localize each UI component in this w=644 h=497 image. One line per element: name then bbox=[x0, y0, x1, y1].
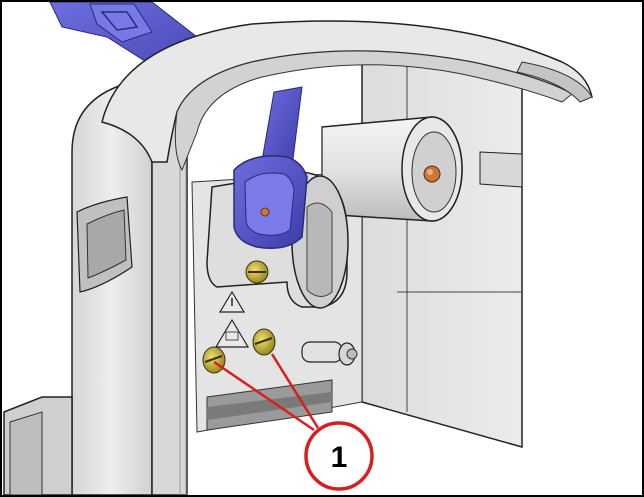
top-hood bbox=[101, 20, 593, 172]
pin-knob bbox=[301, 341, 358, 366]
connector-cylinder bbox=[321, 116, 463, 222]
temperature-label-icon bbox=[214, 318, 250, 348]
callout-1: 1 bbox=[304, 421, 374, 491]
door-panel bbox=[361, 46, 523, 448]
main-housing bbox=[3, 81, 188, 495]
lock-cylinder bbox=[206, 155, 349, 309]
callout-leaders bbox=[213, 353, 320, 432]
brass-screw-left bbox=[202, 346, 226, 374]
callout-number: 1 bbox=[331, 441, 348, 474]
triangle-warning-icon bbox=[218, 290, 246, 313]
brass-screw-right bbox=[252, 328, 276, 356]
